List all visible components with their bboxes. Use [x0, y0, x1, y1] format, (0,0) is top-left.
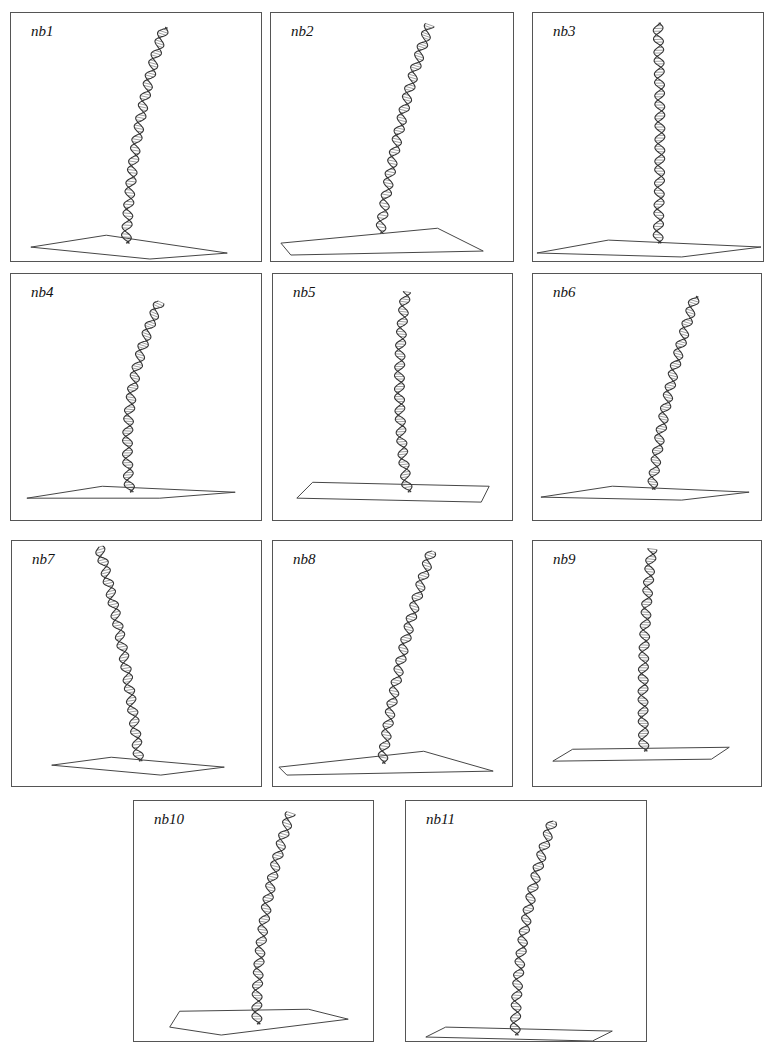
surface-plane	[52, 757, 225, 775]
dna-illustration	[533, 274, 761, 520]
surface-plane	[297, 482, 489, 502]
base-pair-rungs	[378, 551, 435, 764]
panel-label: nb1	[29, 23, 56, 40]
panel-label: nb8	[291, 551, 318, 568]
base-pair-rungs	[123, 301, 164, 492]
dna-strand	[123, 304, 164, 492]
dna-illustration	[406, 801, 646, 1041]
dna-strand	[122, 27, 168, 243]
base-pair-rungs	[377, 23, 434, 233]
dna-strand	[123, 301, 159, 492]
surface-plane	[541, 486, 749, 500]
panel-label: nb9	[551, 551, 578, 568]
dna-strand	[638, 549, 656, 752]
dna-strand	[378, 552, 435, 764]
dna-strand	[394, 291, 411, 491]
surface-plane	[537, 240, 761, 257]
dna-strand	[653, 23, 665, 243]
dna-illustration	[271, 13, 513, 261]
base-pair-rungs	[96, 546, 143, 761]
panel-frame: nb2	[270, 12, 514, 262]
base-pair-rungs	[648, 296, 699, 490]
dna-strand	[122, 28, 167, 243]
base-pair-rungs	[122, 27, 168, 243]
surface-plane	[553, 747, 729, 761]
dna-illustration	[533, 13, 763, 261]
panel-frame: nb4	[10, 273, 262, 521]
dna-strand	[252, 812, 292, 1025]
base-pair-rungs	[510, 821, 556, 1035]
panel-label: nb2	[289, 23, 316, 40]
panel-label: nb3	[551, 23, 578, 40]
panel-frame: nb7	[11, 540, 262, 787]
panel-label: nb10	[152, 811, 186, 828]
base-pair-rungs	[394, 291, 411, 492]
dna-illustration	[134, 801, 373, 1041]
dna-illustration	[11, 13, 261, 261]
dna-strand	[98, 546, 142, 761]
dna-illustration	[11, 274, 261, 520]
dna-strand	[394, 293, 411, 493]
panel-label: nb11	[424, 811, 457, 828]
dna-illustration	[273, 541, 512, 786]
surface-plane	[31, 235, 227, 259]
panel-label: nb7	[30, 551, 57, 568]
panel-frame: nb8	[272, 540, 513, 787]
panel-frame: nb1	[10, 12, 262, 262]
panel-frame: nb11	[405, 800, 647, 1042]
dna-strand	[96, 547, 144, 761]
base-pair-rungs	[653, 23, 664, 243]
dna-strand	[648, 296, 699, 490]
panel-frame: nb10	[133, 800, 374, 1042]
panel-frame: nb6	[532, 273, 762, 521]
panel-label: nb4	[29, 284, 56, 301]
dna-strand	[376, 27, 434, 234]
base-pair-rungs	[638, 549, 657, 752]
dna-illustration	[533, 541, 761, 786]
dna-strand	[653, 23, 665, 243]
panel-label: nb6	[551, 284, 578, 301]
panel-label: nb5	[291, 284, 318, 301]
dna-illustration	[273, 274, 512, 520]
dna-strand	[649, 297, 698, 489]
dna-strand	[252, 814, 295, 1024]
dna-illustration	[12, 541, 261, 786]
base-pair-rungs	[252, 812, 295, 1025]
dna-strand	[510, 822, 556, 1035]
panel-frame: nb5	[272, 273, 513, 521]
dna-strand	[511, 821, 554, 1035]
panel-frame: nb3	[532, 12, 764, 262]
panel-frame: nb9	[532, 540, 762, 787]
